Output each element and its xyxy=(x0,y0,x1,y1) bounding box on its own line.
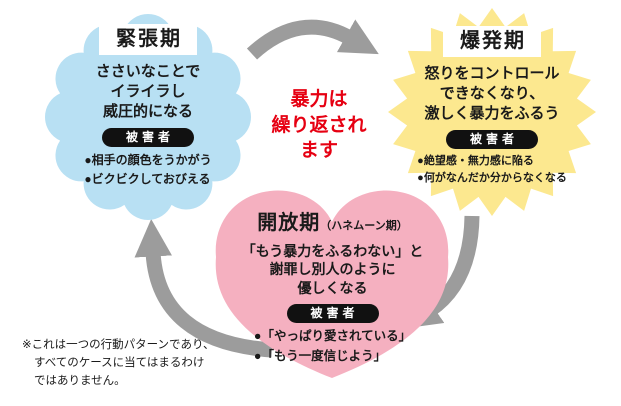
tension-desc-line: 威圧的になる xyxy=(102,102,193,120)
honeymoon-description: 「もう暴力をふるわない」と 謝罪し別人のように 優しくなる xyxy=(222,242,443,297)
tension-title: 緊張期 xyxy=(99,24,197,55)
explosion-desc-line: できなくなり、 xyxy=(439,84,545,102)
honeymoon-victim-point: ●「もう一度信じよう」 xyxy=(253,348,387,363)
center-message-line: ます xyxy=(299,140,338,162)
honeymoon-desc-line: 優しくなる xyxy=(297,279,368,296)
honeymoon-victim-badge: 被害者 xyxy=(286,304,379,324)
honeymoon-heart-shape xyxy=(215,190,449,378)
footnote: ※これは一つの行動パターンであり、 すべてのケースに当てはまるわけ ではありませ… xyxy=(22,337,214,390)
explosion-desc-line: 激しく暴力をふるう xyxy=(424,104,560,122)
tension-victim-badge: 被害者 xyxy=(102,128,194,148)
tension-victim-point: ●相手の顔色をうかがう xyxy=(84,153,212,168)
arrow-tension-to-explosion xyxy=(246,19,379,60)
honeymoon-victim-point: ●「やっぱり愛されている」 xyxy=(253,329,412,344)
arrow-explosion-to-honeymoon xyxy=(402,215,480,329)
tension-desc-line: ささいなことで xyxy=(95,63,201,80)
honeymoon-phase: 開放期（ハネムーン期） 「もう暴力をふるわない」と 謝罪し別人のように 優しくな… xyxy=(222,206,443,366)
explosion-description: 怒りをコントロール できなくなり、 激しく暴力をふるう xyxy=(390,64,594,123)
center-message-line: 暴力は xyxy=(290,89,348,110)
footnote-line: すべてのケースに当てはまるわけ xyxy=(34,356,205,369)
center-message: 暴力は 繰り返され ます xyxy=(259,87,379,164)
tension-phase: 緊張期 ささいなことで イライラし 威圧的になる 被害者 ●相手の顔色をうかがう… xyxy=(40,24,256,189)
honeymoon-desc-line: 「もう暴力をふるわない」と xyxy=(241,243,424,259)
explosion-title: 爆発期 xyxy=(443,26,541,57)
explosion-shape xyxy=(388,8,596,216)
center-message-line: 繰り返され xyxy=(271,114,367,136)
arrow-honeymoon-to-tension xyxy=(134,219,273,358)
footnote-line: ではありません。 xyxy=(34,374,126,387)
tension-description: ささいなことで イライラし 威圧的になる xyxy=(40,62,256,121)
explosion-victim-point: ●何がなんだか分からなくなる xyxy=(417,172,567,185)
tension-victim-points: ●相手の顔色をうかがう ●ビクビクしておびえる xyxy=(84,151,211,188)
honeymoon-title-suffix: （ハネムーン期） xyxy=(320,220,408,232)
explosion-victim-point: ●絶望感・無力感に陥る xyxy=(417,155,534,168)
tension-desc-line: イライラし xyxy=(110,82,186,100)
honeymoon-title: 開放期 xyxy=(257,212,321,234)
footnote-line: ※これは一つの行動パターンであり、 xyxy=(22,339,215,351)
tension-victim-point: ●ビクビクしておびえる xyxy=(84,171,211,186)
explosion-victim-badge: 被害者 xyxy=(446,130,538,150)
honeymoon-desc-line: 謝罪し別人のように xyxy=(269,261,396,278)
tension-shape xyxy=(45,14,251,220)
explosion-victim-points: ●絶望感・無力感に陥る ●何がなんだか分からなくなる xyxy=(417,153,567,187)
honeymoon-title-row: 開放期（ハネムーン期） xyxy=(222,206,443,235)
explosion-desc-line: 怒りをコントロール xyxy=(424,65,560,82)
honeymoon-victim-points: ●「やっぱり愛されている」 ●「もう一度信じよう」 xyxy=(254,327,411,366)
explosion-phase: 爆発期 怒りをコントロール できなくなり、 激しく暴力をふるう 被害者 ●絶望感… xyxy=(390,26,594,187)
